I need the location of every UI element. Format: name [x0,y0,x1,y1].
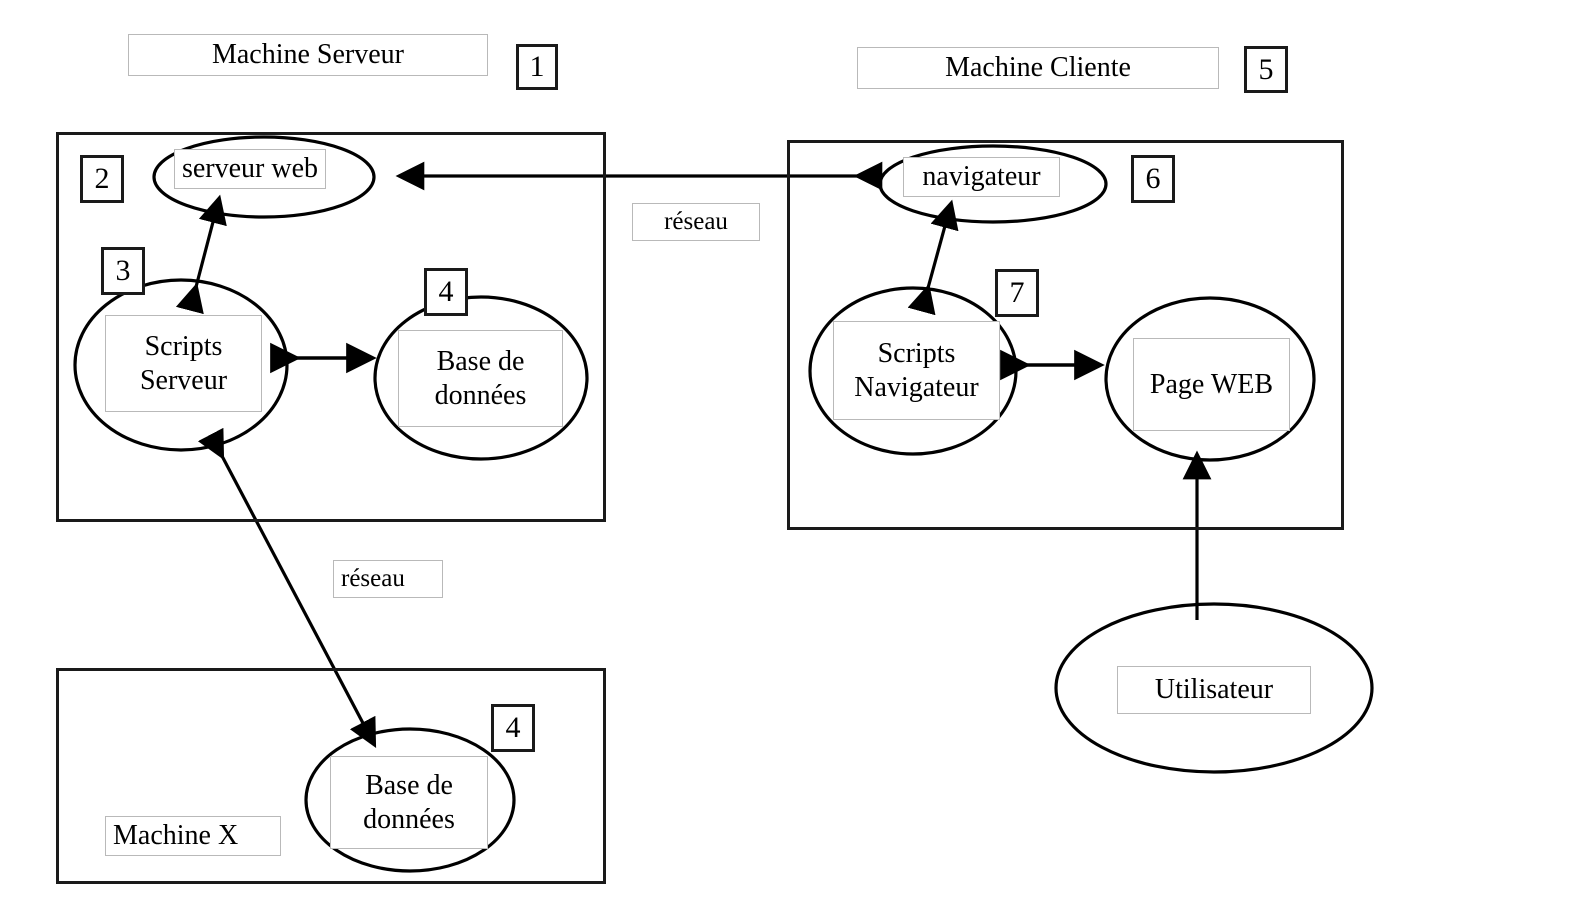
badge-5: 5 [1244,46,1288,93]
badge-6: 6 [1131,155,1175,203]
container-machine-x [56,668,606,884]
node-label-base-donnees-machinex: Base de données [330,756,488,849]
badge-4-server: 4 [424,268,468,316]
edge-label-reseau-top: réseau [632,203,760,241]
node-label-machine-x: Machine X [105,816,281,856]
badge-7: 7 [995,269,1039,317]
node-label-scripts-navigateur: Scripts Navigateur [833,321,1000,420]
badge-4-machinex: 4 [491,704,535,752]
node-label-serveur-web: serveur web [174,149,326,189]
edge-label-reseau-bottom: réseau [333,560,443,598]
badge-2: 2 [80,155,124,203]
container-machine-serveur [56,132,606,522]
title-machine-cliente: Machine Cliente [857,47,1219,89]
node-label-navigateur: navigateur [903,157,1060,197]
node-label-scripts-serveur: Scripts Serveur [105,315,262,412]
node-label-utilisateur: Utilisateur [1117,666,1311,714]
title-machine-serveur: Machine Serveur [128,34,488,76]
badge-1: 1 [516,44,558,90]
badge-3: 3 [101,247,145,295]
container-machine-cliente [787,140,1344,530]
node-label-page-web: Page WEB [1133,338,1290,431]
node-label-base-donnees-serveur: Base de données [398,330,563,427]
